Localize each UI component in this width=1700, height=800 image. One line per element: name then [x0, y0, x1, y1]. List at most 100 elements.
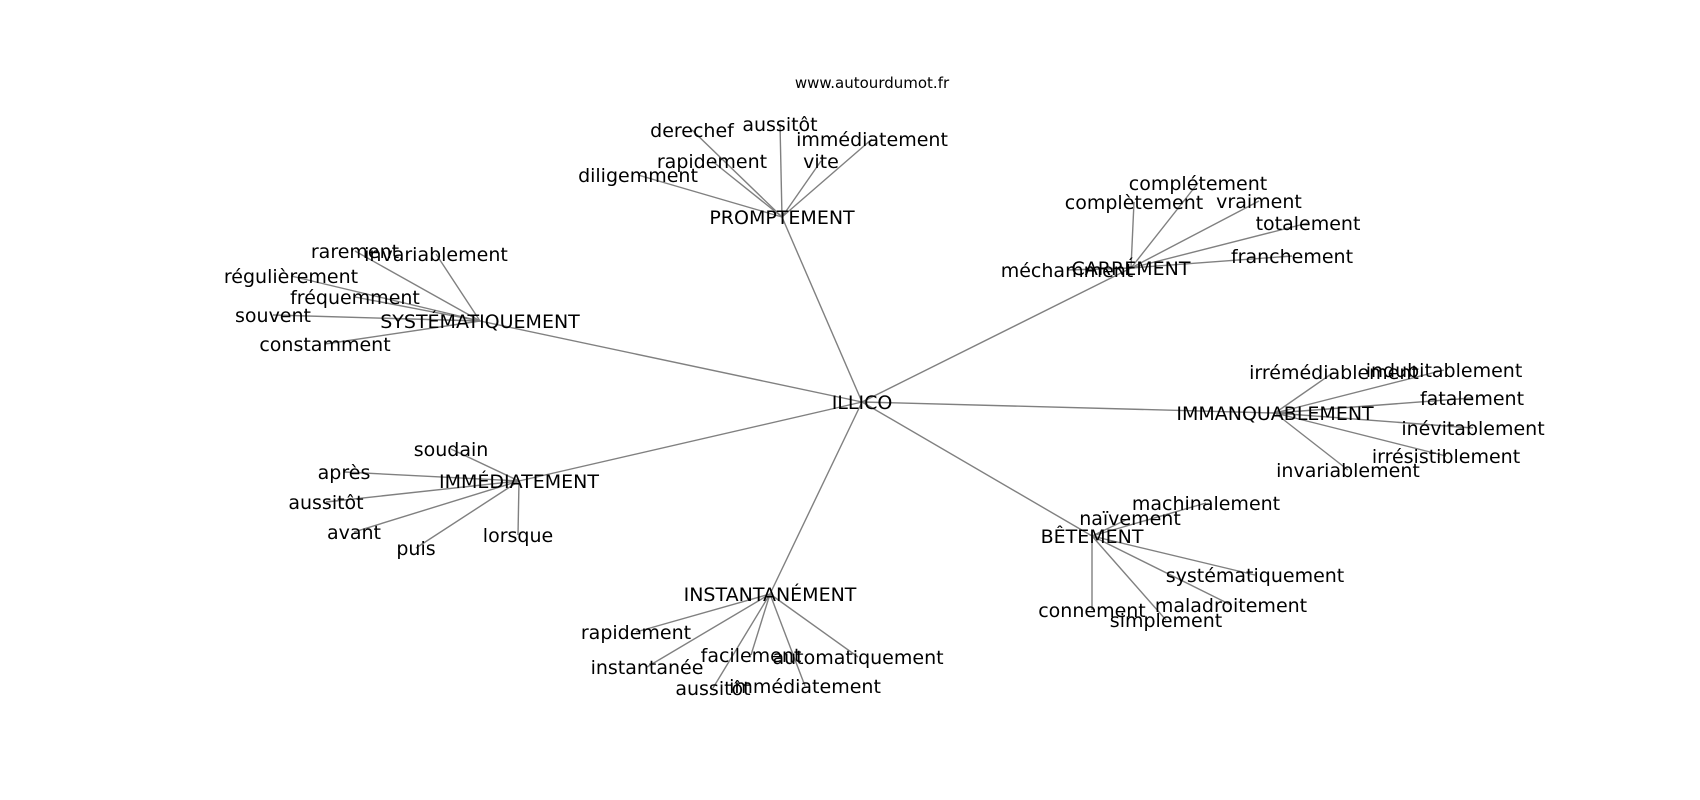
word-node[interactable]: maladroitement	[1155, 595, 1307, 617]
edge-immanquablement-word	[1274, 412, 1447, 457]
word-node[interactable]: indubitablement	[1366, 360, 1523, 382]
edge-immanquablement-word	[1274, 371, 1335, 414]
word-node[interactable]: aussitôt	[288, 492, 363, 514]
word-node[interactable]: rapidement	[581, 622, 691, 644]
cluster-node-immediatement[interactable]: IMMÉDIATEMENT	[439, 470, 599, 493]
word-node[interactable]: irrésistiblement	[1372, 446, 1520, 468]
word-node[interactable]: machinalement	[1132, 493, 1280, 515]
edge-carrement-word	[1066, 267, 1132, 271]
word-node[interactable]: aussitôt	[742, 114, 817, 136]
edge-immediatement-word	[353, 480, 520, 533]
edge-betement-word	[1091, 502, 1207, 537]
edge-systematiquement-word	[290, 275, 481, 322]
cluster-node-immanquablement[interactable]: IMMANQUABLEMENT	[1176, 403, 1374, 425]
word-node[interactable]: aussitôt	[675, 678, 750, 700]
word-node[interactable]: simplement	[1110, 610, 1222, 632]
edge-carrement-word	[1130, 182, 1199, 269]
edge-carrement-word	[1130, 200, 1260, 269]
word-node[interactable]: avant	[327, 522, 381, 544]
edge-immediatement-word	[415, 480, 520, 549]
word-node[interactable]: rapidement	[657, 151, 767, 173]
word-node[interactable]: instantanée	[591, 657, 704, 679]
edge-root-immediatement	[518, 401, 863, 482]
word-node[interactable]: automatiquement	[772, 647, 943, 669]
edge-promptement-word	[781, 160, 822, 218]
cluster-node-systematiquement[interactable]: SYSTÉMATIQUEMENT	[380, 310, 580, 333]
edge-systematiquement-word	[354, 250, 481, 322]
cluster-node-carrement[interactable]: CARRÉMENT	[1072, 257, 1191, 280]
edge-carrement-word	[1130, 255, 1293, 269]
word-node[interactable]: invariablement	[1276, 460, 1420, 482]
word-node[interactable]: diligemment	[578, 165, 698, 187]
source-watermark: www.autourdumot.fr	[795, 74, 950, 92]
word-node[interactable]: naïvement	[1079, 508, 1181, 530]
word-node[interactable]: lorsque	[483, 525, 553, 547]
edge-immanquablement-word	[1274, 412, 1474, 429]
word-node[interactable]: irrémédiablement	[1249, 362, 1419, 384]
edge-immediatement-word	[343, 471, 520, 482]
edge-promptement-word	[691, 129, 783, 218]
edge-betement-word	[1091, 535, 1256, 576]
word-node[interactable]: facilement	[701, 645, 802, 667]
word-node[interactable]: rarement	[311, 241, 399, 263]
edge-instantanement-word	[769, 593, 806, 687]
edge-immediatement-word	[517, 480, 520, 536]
edge-immanquablement-word	[1274, 397, 1473, 414]
edge-systematiquement-word	[354, 296, 481, 322]
cluster-node-promptement[interactable]: PROMPTEMENT	[709, 207, 855, 229]
word-node[interactable]: régulièrement	[224, 266, 358, 288]
word-node[interactable]: soudain	[414, 439, 489, 461]
edge-instantanement-word	[646, 593, 771, 668]
word-node[interactable]: immédiatement	[729, 676, 881, 698]
word-node[interactable]: inévitablement	[1401, 418, 1544, 440]
word-node[interactable]: méchamment	[1001, 260, 1134, 282]
edge-instantanement-word	[769, 593, 859, 658]
graph-edges	[272, 123, 1474, 689]
edge-promptement-word	[779, 123, 783, 218]
edge-systematiquement-word	[435, 253, 481, 322]
edge-instantanement-word	[712, 593, 771, 689]
edge-promptement-word	[637, 174, 783, 218]
edge-systematiquement-word	[324, 320, 481, 345]
cluster-node-instantanement[interactable]: INSTANTANÉMENT	[684, 583, 857, 606]
edge-carrement-word	[1130, 222, 1309, 269]
edge-immediatement-word	[450, 448, 520, 482]
word-node[interactable]: fréquemment	[290, 287, 420, 309]
word-node[interactable]: vite	[803, 151, 839, 173]
edge-root-systematiquement	[479, 320, 863, 403]
word-node[interactable]: franchement	[1231, 246, 1353, 268]
edge-carrement-word	[1130, 201, 1135, 269]
word-node[interactable]: immédiatement	[796, 129, 948, 151]
word-node[interactable]: complètement	[1065, 192, 1203, 214]
edge-betement-word	[1091, 535, 1232, 606]
word-node[interactable]: vraiment	[1216, 191, 1302, 213]
edge-immanquablement-word	[1274, 369, 1445, 414]
edge-instantanement-word	[635, 593, 771, 633]
edge-immediatement-word	[325, 480, 520, 503]
word-node[interactable]: puis	[396, 538, 435, 560]
word-node[interactable]: derechef	[650, 120, 735, 142]
edge-root-promptement	[781, 216, 863, 403]
word-node[interactable]: invariablement	[364, 244, 508, 266]
word-node[interactable]: fatalement	[1420, 388, 1524, 410]
edge-instantanement-word	[750, 593, 771, 656]
word-node[interactable]: totalement	[1256, 213, 1361, 235]
edge-immanquablement-word	[1274, 412, 1349, 471]
edge-root-immanquablement	[861, 401, 1276, 414]
word-node[interactable]: souvent	[235, 305, 311, 327]
edge-systematiquement-word	[272, 314, 481, 322]
cluster-node-betement[interactable]: BÊTEMENT	[1041, 525, 1144, 548]
edge-root-carrement	[861, 267, 1132, 403]
word-node[interactable]: connement	[1038, 600, 1146, 622]
word-node[interactable]: constamment	[259, 334, 390, 356]
edge-betement-word	[1091, 517, 1131, 537]
edge-betement-word	[1091, 535, 1167, 621]
word-node[interactable]: systématiquement	[1166, 565, 1345, 587]
word-node[interactable]: complétement	[1129, 173, 1267, 195]
root-node[interactable]: ILLICO	[832, 392, 893, 414]
word-node[interactable]: après	[318, 462, 371, 484]
edge-promptement-word	[781, 138, 873, 218]
edge-root-betement	[861, 401, 1093, 537]
